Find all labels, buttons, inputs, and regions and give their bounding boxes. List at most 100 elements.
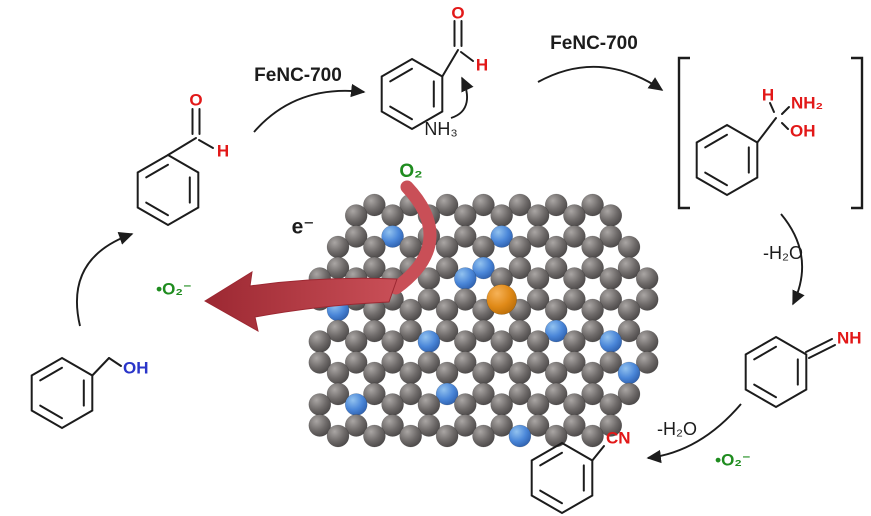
carbon-atom bbox=[399, 424, 422, 448]
label-superoxide-bottom: •O₂⁻ bbox=[715, 450, 751, 469]
nitrogen-atom bbox=[617, 361, 641, 385]
carbon-atom bbox=[544, 298, 568, 322]
arrow-fenc-left bbox=[253, 83, 366, 133]
carbon-atom bbox=[599, 204, 623, 227]
carbon-atom bbox=[581, 298, 604, 322]
carbon-atom bbox=[526, 393, 550, 416]
carbon-atom bbox=[617, 382, 641, 406]
imine-double-bond bbox=[805, 338, 833, 353]
carbon-atom bbox=[326, 361, 350, 385]
label-oxygen: O bbox=[189, 90, 202, 109]
carbon-atom bbox=[563, 225, 586, 248]
carbon-atom bbox=[599, 267, 623, 290]
bond bbox=[591, 445, 605, 462]
nitrogen-atom bbox=[344, 393, 368, 416]
carbon-atom bbox=[363, 235, 386, 259]
carbon-atom bbox=[526, 267, 550, 290]
carbon-atom bbox=[581, 361, 604, 385]
carbon-atom bbox=[472, 382, 495, 406]
bond bbox=[198, 139, 214, 149]
carbon-atom bbox=[581, 319, 604, 343]
label-o2: O₂ bbox=[399, 161, 422, 182]
carbon-atom bbox=[599, 414, 623, 437]
carbon-atom bbox=[508, 361, 532, 385]
carbon-atom bbox=[563, 330, 586, 353]
carbon-atom bbox=[363, 361, 386, 385]
bond bbox=[769, 102, 775, 113]
imine-double-bond bbox=[808, 344, 836, 359]
carbon-atom bbox=[454, 225, 477, 248]
benzene-ring bbox=[695, 124, 759, 196]
fenc-catalyst-cluster bbox=[308, 193, 659, 448]
label-nh3: NH₃ bbox=[424, 119, 457, 139]
carbon-atom bbox=[435, 193, 459, 217]
carbon-atom bbox=[399, 382, 422, 406]
carbon-atom bbox=[544, 361, 568, 385]
carbon-atom bbox=[599, 288, 623, 311]
carbon-atom bbox=[581, 235, 604, 259]
carbon-atom bbox=[563, 288, 586, 311]
carbon-atom bbox=[308, 351, 332, 374]
label-superoxide-left: •O₂⁻ bbox=[156, 279, 192, 298]
carbon-atom bbox=[544, 256, 568, 280]
carbon-atom bbox=[635, 288, 659, 311]
nitrogen-atom bbox=[544, 319, 568, 343]
carbon-atom bbox=[326, 382, 350, 406]
carbon-atom bbox=[399, 319, 422, 343]
iron-atom bbox=[486, 284, 517, 315]
carbon-atom bbox=[344, 204, 368, 227]
benzene-ring bbox=[530, 442, 594, 514]
label-hydrogen: H bbox=[476, 55, 488, 74]
carbon-atom bbox=[399, 235, 422, 259]
molecule-benzaldehyde-left: O H bbox=[136, 90, 229, 226]
carbon-atom bbox=[617, 319, 641, 343]
carbon-atom bbox=[435, 298, 459, 322]
carbon-atom bbox=[490, 351, 513, 374]
carbon-atom bbox=[344, 225, 368, 248]
carbon-atom bbox=[381, 393, 404, 416]
carbon-atom bbox=[563, 351, 586, 374]
carbon-atom bbox=[417, 288, 441, 311]
carbon-atom bbox=[381, 204, 404, 227]
carbon-atom bbox=[635, 330, 659, 353]
carbon-atom bbox=[454, 288, 477, 311]
carbon-atom bbox=[363, 193, 386, 217]
carbon-atom bbox=[454, 351, 477, 374]
nitrogen-atom bbox=[417, 330, 441, 353]
carbon-atom bbox=[381, 351, 404, 374]
carbon-atom bbox=[381, 414, 404, 437]
carbon-atom bbox=[635, 351, 659, 374]
carbon-atom bbox=[563, 267, 586, 290]
molecule-benzyl-alcohol: OH bbox=[30, 357, 149, 429]
label-oxygen: O bbox=[451, 3, 464, 22]
carbon-atom bbox=[344, 330, 368, 353]
carbon-atom bbox=[308, 393, 332, 416]
arrow-to-nitrile bbox=[646, 403, 742, 464]
carbon-atom bbox=[326, 319, 350, 343]
carbon-atom bbox=[435, 319, 459, 343]
nitrogen-atom bbox=[472, 256, 495, 280]
carbon-atom bbox=[490, 393, 513, 416]
carbon-atom bbox=[326, 235, 350, 259]
carbon-atom bbox=[526, 204, 550, 227]
carbon-atom bbox=[308, 414, 332, 437]
bond bbox=[167, 137, 197, 156]
carbon-atom bbox=[435, 256, 459, 280]
carbon-atom bbox=[417, 393, 441, 416]
label-fenc-700-left: FeNC-700 bbox=[254, 65, 342, 86]
benzene-ring bbox=[744, 336, 808, 408]
nitrogen-atom bbox=[435, 382, 459, 406]
nitrogen-atom bbox=[454, 267, 477, 290]
carbon-atom bbox=[399, 361, 422, 385]
carbon-atom bbox=[563, 204, 586, 227]
carbon-atom bbox=[599, 351, 623, 374]
carbon-atom bbox=[490, 414, 513, 437]
label-hydrogen: H bbox=[217, 141, 229, 160]
carbon-atom bbox=[599, 225, 623, 248]
molecule-benzonitrile: CN bbox=[530, 428, 631, 514]
label-nh: NH bbox=[837, 328, 862, 347]
label-fenc-700-right: FeNC-700 bbox=[550, 33, 638, 54]
carbon-atom bbox=[308, 330, 332, 353]
